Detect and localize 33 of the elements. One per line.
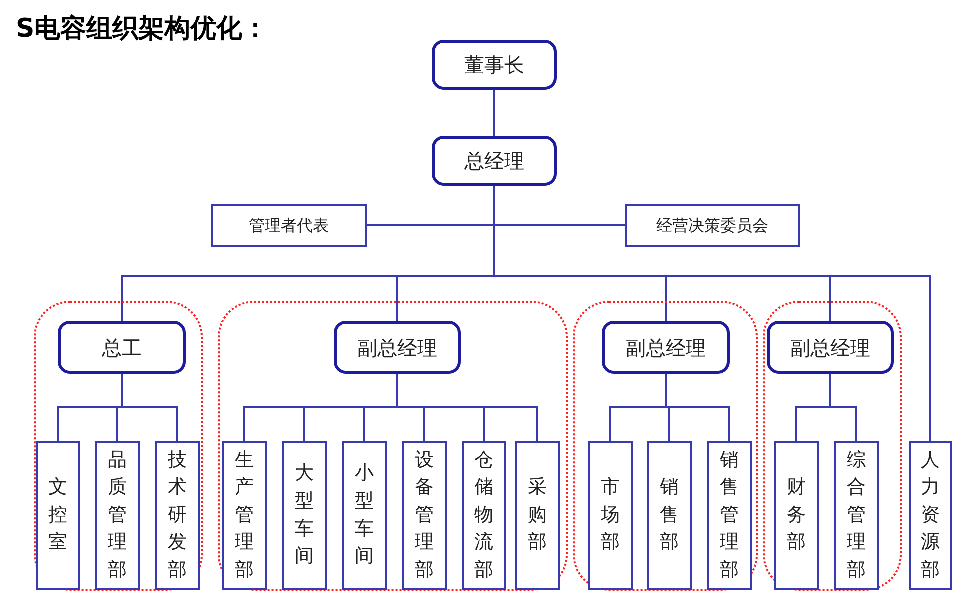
department-box: 综合管理部	[834, 441, 879, 590]
title: S电容组织架构优化：	[16, 13, 269, 46]
role-box: 副总经理	[334, 321, 461, 374]
department-box: 文控室	[36, 441, 80, 590]
role-box: 总工	[58, 321, 186, 374]
connector-line	[665, 374, 730, 441]
department-box: 采购部	[515, 441, 560, 590]
group-outline	[218, 301, 568, 591]
group-outline	[34, 301, 203, 591]
department-box: 品质管理部	[95, 441, 140, 590]
connector-line	[494, 90, 496, 136]
committee-box: 管理者代表	[211, 204, 367, 247]
role-box: 副总经理	[767, 321, 894, 374]
role-box: 董事长	[432, 40, 557, 90]
department-box: 财务部	[774, 441, 819, 590]
connector-line	[830, 374, 858, 441]
department-box: 市场部	[588, 441, 633, 590]
department-box: 销售部	[647, 441, 692, 590]
role-box: 副总经理	[602, 321, 730, 374]
department-box: 技术研发部	[155, 441, 200, 590]
group-outline	[573, 301, 758, 591]
connector-line	[121, 374, 178, 441]
department-box: 大型车间	[282, 441, 327, 590]
department-box: 仓储物流部	[462, 441, 506, 590]
role-box: 总经理	[432, 136, 557, 186]
connector-line	[396, 374, 538, 441]
department-box: 设备管理部	[402, 441, 447, 590]
group-outline	[763, 301, 902, 591]
committee-box: 经营决策委员会	[625, 204, 800, 247]
department-box: 小型车间	[342, 441, 387, 590]
department-box: 生产管理部	[222, 441, 267, 590]
department-box: 人力资源部	[909, 441, 952, 590]
department-box: 销售管理部	[707, 441, 752, 590]
